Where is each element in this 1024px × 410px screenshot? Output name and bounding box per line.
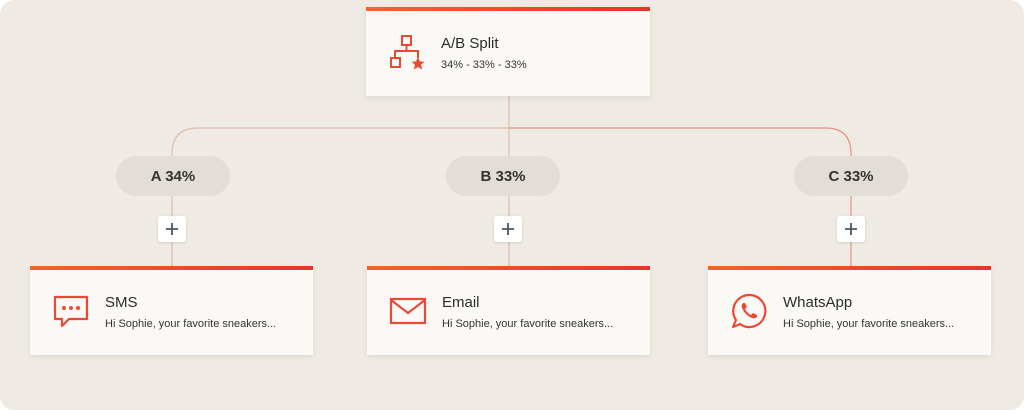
email-message: Hi Sophie, your favorite sneakers... (442, 318, 614, 330)
ab-split-icon (390, 35, 425, 70)
whatsapp-message: Hi Sophie, your favorite sneakers... (783, 318, 955, 330)
split-title: A/B Split (441, 35, 499, 52)
whatsapp-node[interactable]: WhatsApp Hi Sophie, your favorite sneake… (708, 266, 991, 355)
add-step-button-b[interactable] (494, 216, 522, 242)
sms-node[interactable]: SMS Hi Sophie, your favorite sneakers... (30, 266, 313, 355)
plus-icon (166, 223, 178, 235)
add-step-button-a[interactable] (158, 216, 186, 242)
branch-label-b[interactable]: B 33% (446, 156, 560, 196)
branch-label-c[interactable]: C 33% (794, 156, 908, 196)
email-title: Email (442, 294, 480, 311)
connector-branch-a (171, 127, 509, 266)
plus-icon (502, 223, 514, 235)
email-icon (389, 297, 427, 325)
connector-branch-c (509, 127, 852, 266)
plus-icon (845, 223, 857, 235)
sms-message: Hi Sophie, your favorite sneakers... (105, 318, 277, 330)
sms-title: SMS (105, 294, 138, 311)
whatsapp-title: WhatsApp (783, 294, 853, 311)
email-node[interactable]: Email Hi Sophie, your favorite sneakers.… (367, 266, 650, 355)
split-ratio: 34% - 33% - 33% (441, 59, 527, 71)
branch-label-a[interactable]: A 34% (116, 156, 230, 196)
ab-split-node[interactable]: A/B Split 34% - 33% - 33% (366, 7, 650, 96)
whatsapp-icon (731, 293, 767, 329)
sms-icon (53, 295, 89, 328)
add-step-button-c[interactable] (837, 216, 865, 242)
